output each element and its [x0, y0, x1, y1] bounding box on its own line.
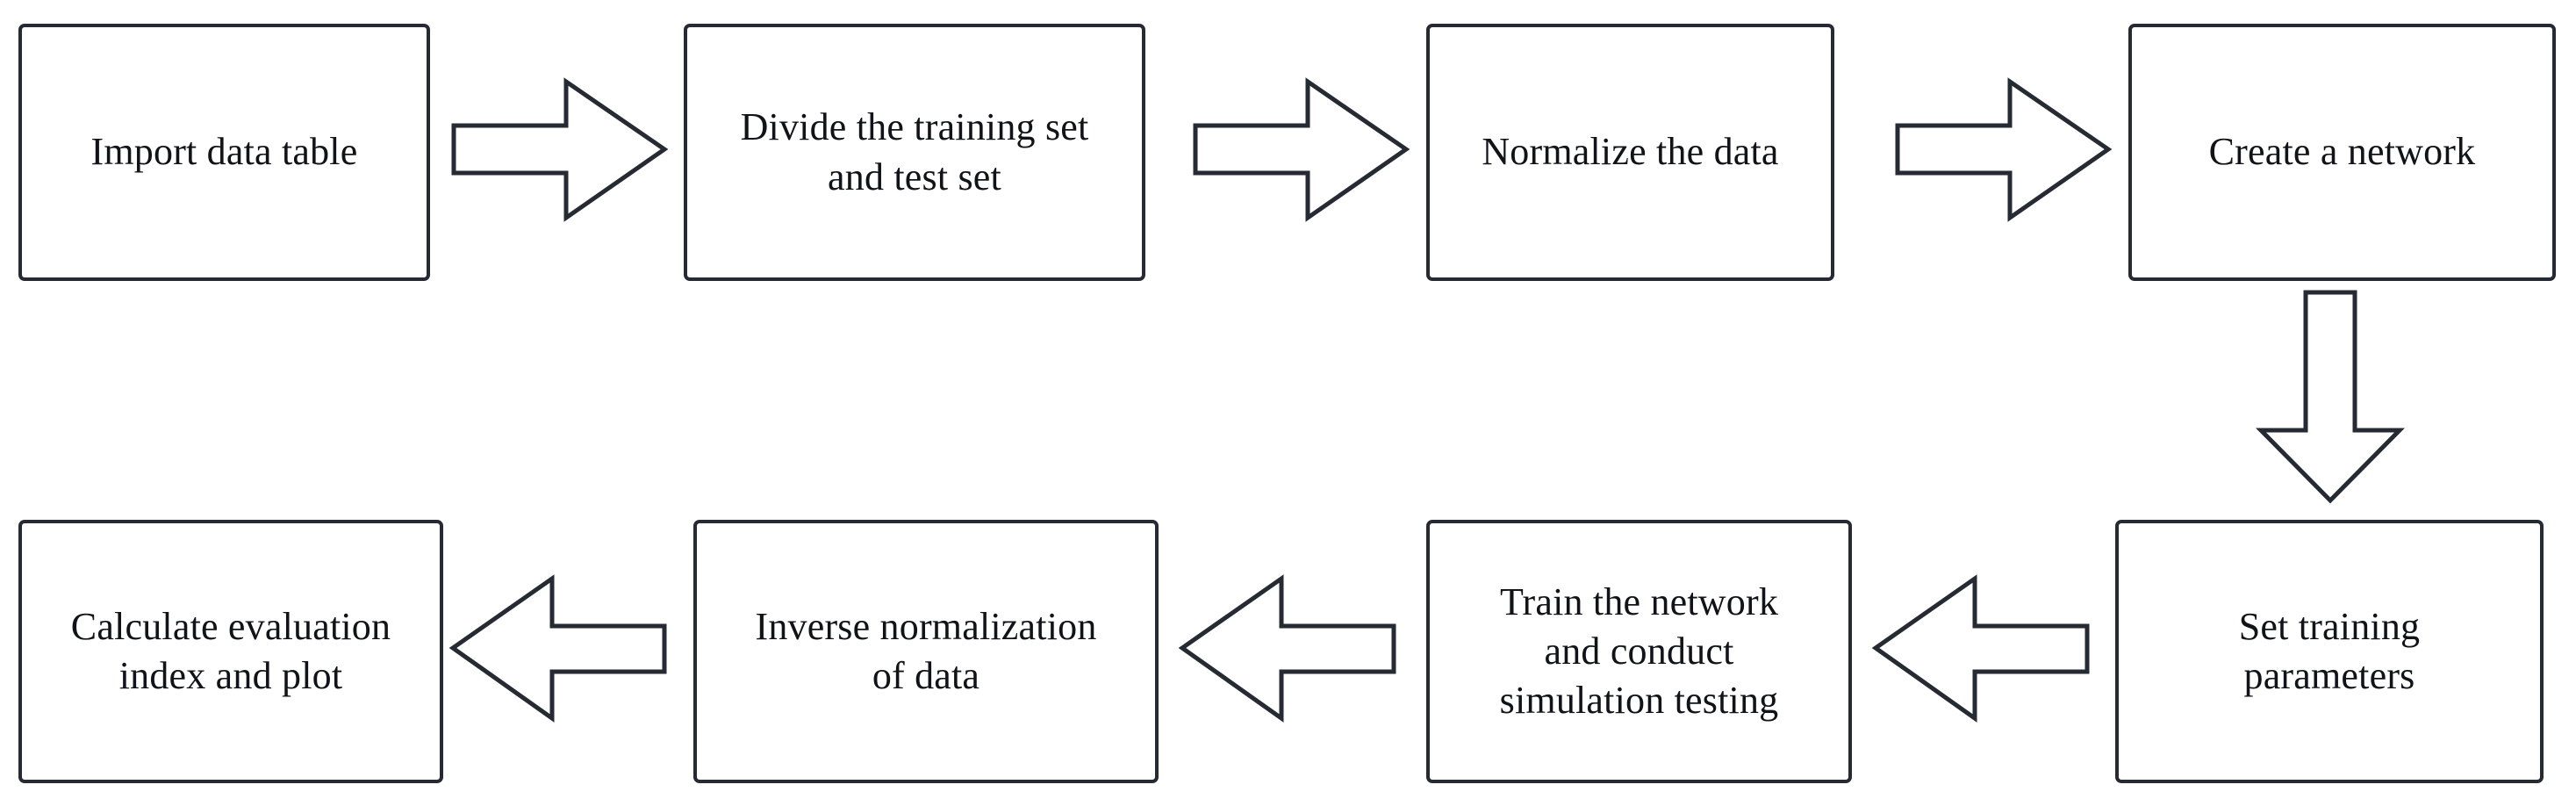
node-label-line-2: of data	[872, 654, 980, 697]
node-label: Normalize the data	[1482, 130, 1779, 174]
node-label: Train the network and conduct simulation t…	[1442, 578, 1836, 726]
node-label-line-1: Calculate evaluation	[70, 604, 391, 648]
node-calculate-evaluation-index-and-plot[interactable]: Calculate evaluation index and plot	[18, 520, 443, 783]
node-label-line-2: and conduct	[1544, 629, 1734, 673]
node-normalize-the-data[interactable]: Normalize the data	[1426, 24, 1834, 281]
node-label: Import data table	[90, 130, 358, 174]
node-import-data-table[interactable]: Import data table	[18, 24, 430, 281]
node-label: Inverse normalization of data	[709, 602, 1143, 702]
node-label: Create a network	[2208, 130, 2476, 174]
arrow-divide-normalize	[1193, 77, 1410, 222]
arrow-import-divide	[451, 77, 669, 222]
arrow-normalize-create	[1895, 77, 2113, 222]
node-label-line-2: and test set	[828, 155, 1001, 198]
node-label-line-2: parameters	[2243, 654, 2415, 697]
arrow-create-setparams	[2256, 290, 2405, 504]
node-inverse-normalization-of-data[interactable]: Inverse normalization of data	[693, 520, 1159, 783]
node-label-line-1: Inverse normalization	[755, 604, 1097, 648]
node-label: Set training parameters	[2131, 602, 2528, 702]
node-train-network-simulation-testing[interactable]: Train the network and conduct simulation t…	[1426, 520, 1852, 783]
node-set-training-parameters[interactable]: Set training parameters	[2115, 520, 2544, 783]
node-label-line-1: Divide the training set	[740, 105, 1089, 149]
node-label: Calculate evaluation index and plot	[34, 602, 427, 702]
node-label-line-1: Train the network	[1499, 579, 1779, 623]
arrow-setparams-train	[1871, 574, 2090, 723]
arrow-inverse-calculate	[448, 574, 667, 723]
node-label-line-1: Set training	[2238, 604, 2421, 648]
node-divide-training-test-set[interactable]: Divide the training set and test set	[684, 24, 1145, 281]
node-label-line-2: index and plot	[118, 654, 343, 697]
arrow-train-inverse	[1178, 574, 1396, 723]
node-label: Divide the training set and test set	[700, 103, 1130, 202]
node-create-a-network[interactable]: Create a network	[2128, 24, 2556, 281]
node-label-line-3: simulation testing	[1499, 679, 1779, 723]
